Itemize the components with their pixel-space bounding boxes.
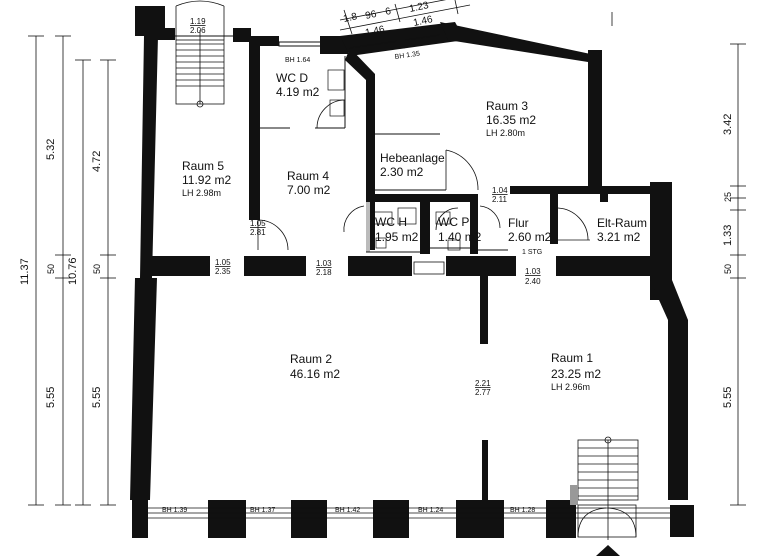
- room-hebeanlage-name: Hebeanlage: [380, 151, 445, 165]
- sill-bottom-3: BH 1.42: [335, 507, 360, 514]
- dim-right-3: 1.33: [722, 225, 734, 246]
- dimension-lines-top: [339, 0, 613, 35]
- dim-top-3: 6: [384, 6, 392, 18]
- opening-stair-top-w: 1.19: [190, 17, 206, 26]
- sill-top-1: BH 1.64: [285, 57, 310, 64]
- dim-left-mid: 10.76: [67, 257, 79, 285]
- dim-right-1: 3.42: [722, 114, 734, 135]
- dimension-lines-right: [730, 43, 746, 506]
- opening-r4-w: 1.05: [250, 219, 266, 228]
- staircase-top: [175, 0, 225, 108]
- sill-bottom-1: BH 1.39: [162, 507, 187, 514]
- dim-left-b-bot: 5.55: [91, 387, 103, 408]
- room-raum2-name: Raum 2: [290, 352, 332, 366]
- room-elt-area: 3.21 m2: [597, 230, 641, 244]
- room-raum3-lh: LH 2.80m: [486, 128, 525, 138]
- sill-labels: BH 1.64 BH 1.35 BH 1.39 BH 1.37 BH 1.42 …: [162, 51, 535, 514]
- room-hebeanlage-area: 2.30 m2: [380, 165, 424, 179]
- staircase-bottom: [570, 436, 639, 540]
- room-elt: Elt-Raum 3.21 m2: [597, 216, 647, 244]
- room-wcp-area: 1.40 m2: [438, 230, 482, 244]
- dim-right-2: 25: [723, 192, 733, 202]
- dim-top-2: 96: [364, 9, 378, 22]
- dimension-lines-left: [28, 35, 116, 506]
- opening-flur-bot-h: 2.40: [525, 277, 541, 286]
- room-flur: Flur 2.60 m2: [508, 216, 552, 244]
- room-raum4: Raum 4 7.00 m2: [287, 169, 331, 197]
- room-raum5-name: Raum 5: [182, 159, 224, 173]
- fixtures: [327, 69, 461, 251]
- room-raum3-name: Raum 3: [486, 99, 528, 113]
- opening-stg: 1 STG: [522, 249, 542, 256]
- opening-flur-top-w: 1.04: [492, 186, 508, 195]
- room-wcp: WC P 1.40 m2: [438, 215, 482, 244]
- dim-left-b-mid: 50: [92, 264, 102, 274]
- opening-center-w: 2.21: [475, 379, 491, 388]
- room-wcp-name: WC P: [438, 215, 469, 229]
- dim-top-4: 1.23: [408, 0, 430, 15]
- door-swings: [257, 99, 590, 275]
- dim-left-a-top: 5.32: [45, 139, 57, 160]
- dim-left-a-bot: 5.55: [45, 387, 57, 408]
- dim-right-4: 50: [723, 264, 733, 274]
- room-flur-name: Flur: [508, 216, 529, 230]
- room-raum3-area: 16.35 m2: [486, 113, 536, 127]
- sill-bottom-4: BH 1.24: [418, 507, 443, 514]
- room-raum1-area: 23.25 m2: [551, 367, 601, 381]
- dim-top-1: 1.8: [342, 11, 358, 25]
- room-flur-area: 2.60 m2: [508, 230, 552, 244]
- opening-r2-w: 1.03: [316, 259, 332, 268]
- sill-top-2: BH 1.35: [394, 51, 420, 61]
- opening-flur-top-h: 2.11: [492, 195, 508, 204]
- room-raum5-area: 11.92 m2: [182, 173, 231, 187]
- room-wch: WC H 1.95 m2: [375, 215, 419, 244]
- room-wcd-area: 4.19 m2: [276, 85, 320, 99]
- windows-top: [278, 34, 441, 49]
- room-wch-area: 1.95 m2: [375, 230, 419, 244]
- sill-bottom-5: BH 1.28: [510, 507, 535, 514]
- room-raum4-area: 7.00 m2: [287, 183, 331, 197]
- room-raum2-area: 46.16 m2: [290, 367, 340, 381]
- walls: [130, 6, 694, 556]
- opening-labels: 1.19 2.06 1.05 2.81 1.05 2.35 1.03 2.18 …: [190, 17, 542, 397]
- opening-r5-w: 1.05: [215, 258, 231, 267]
- room-raum4-name: Raum 4: [287, 169, 329, 183]
- room-wch-name: WC H: [375, 215, 407, 229]
- room-raum1-name: Raum 1: [551, 351, 593, 365]
- opening-flur-bot-w: 1.03: [525, 267, 541, 276]
- room-hebeanlage: Hebeanlage 2.30 m2: [380, 151, 445, 179]
- room-raum1-lh: LH 2.96m: [551, 382, 590, 392]
- room-raum3: Raum 3 16.35 m2 LH 2.80m: [486, 99, 536, 138]
- room-raum1: Raum 1 23.25 m2 LH 2.96m: [551, 351, 601, 392]
- room-wcd-name: WC D: [276, 71, 308, 85]
- room-raum2: Raum 2 46.16 m2: [290, 352, 340, 381]
- dim-left-outer: 11.37: [19, 258, 31, 285]
- room-elt-name: Elt-Raum: [597, 216, 647, 230]
- opening-r4-h: 2.81: [250, 228, 266, 237]
- room-wcd: WC D 4.19 m2: [276, 71, 320, 99]
- opening-r2-h: 2.18: [316, 268, 332, 277]
- dim-right-5: 5.55: [722, 387, 734, 408]
- room-raum5-lh: LH 2.98m: [182, 188, 221, 198]
- opening-stair-top-h: 2.06: [190, 26, 206, 35]
- dim-left-a-mid: 50: [46, 264, 56, 274]
- opening-r5-h: 2.35: [215, 267, 231, 276]
- room-raum5: Raum 5 11.92 m2 LH 2.98m: [182, 159, 231, 198]
- dim-left-b-top: 4.72: [91, 151, 103, 172]
- sill-bottom-2: BH 1.37: [250, 507, 275, 514]
- opening-center-h: 2.77: [475, 388, 491, 397]
